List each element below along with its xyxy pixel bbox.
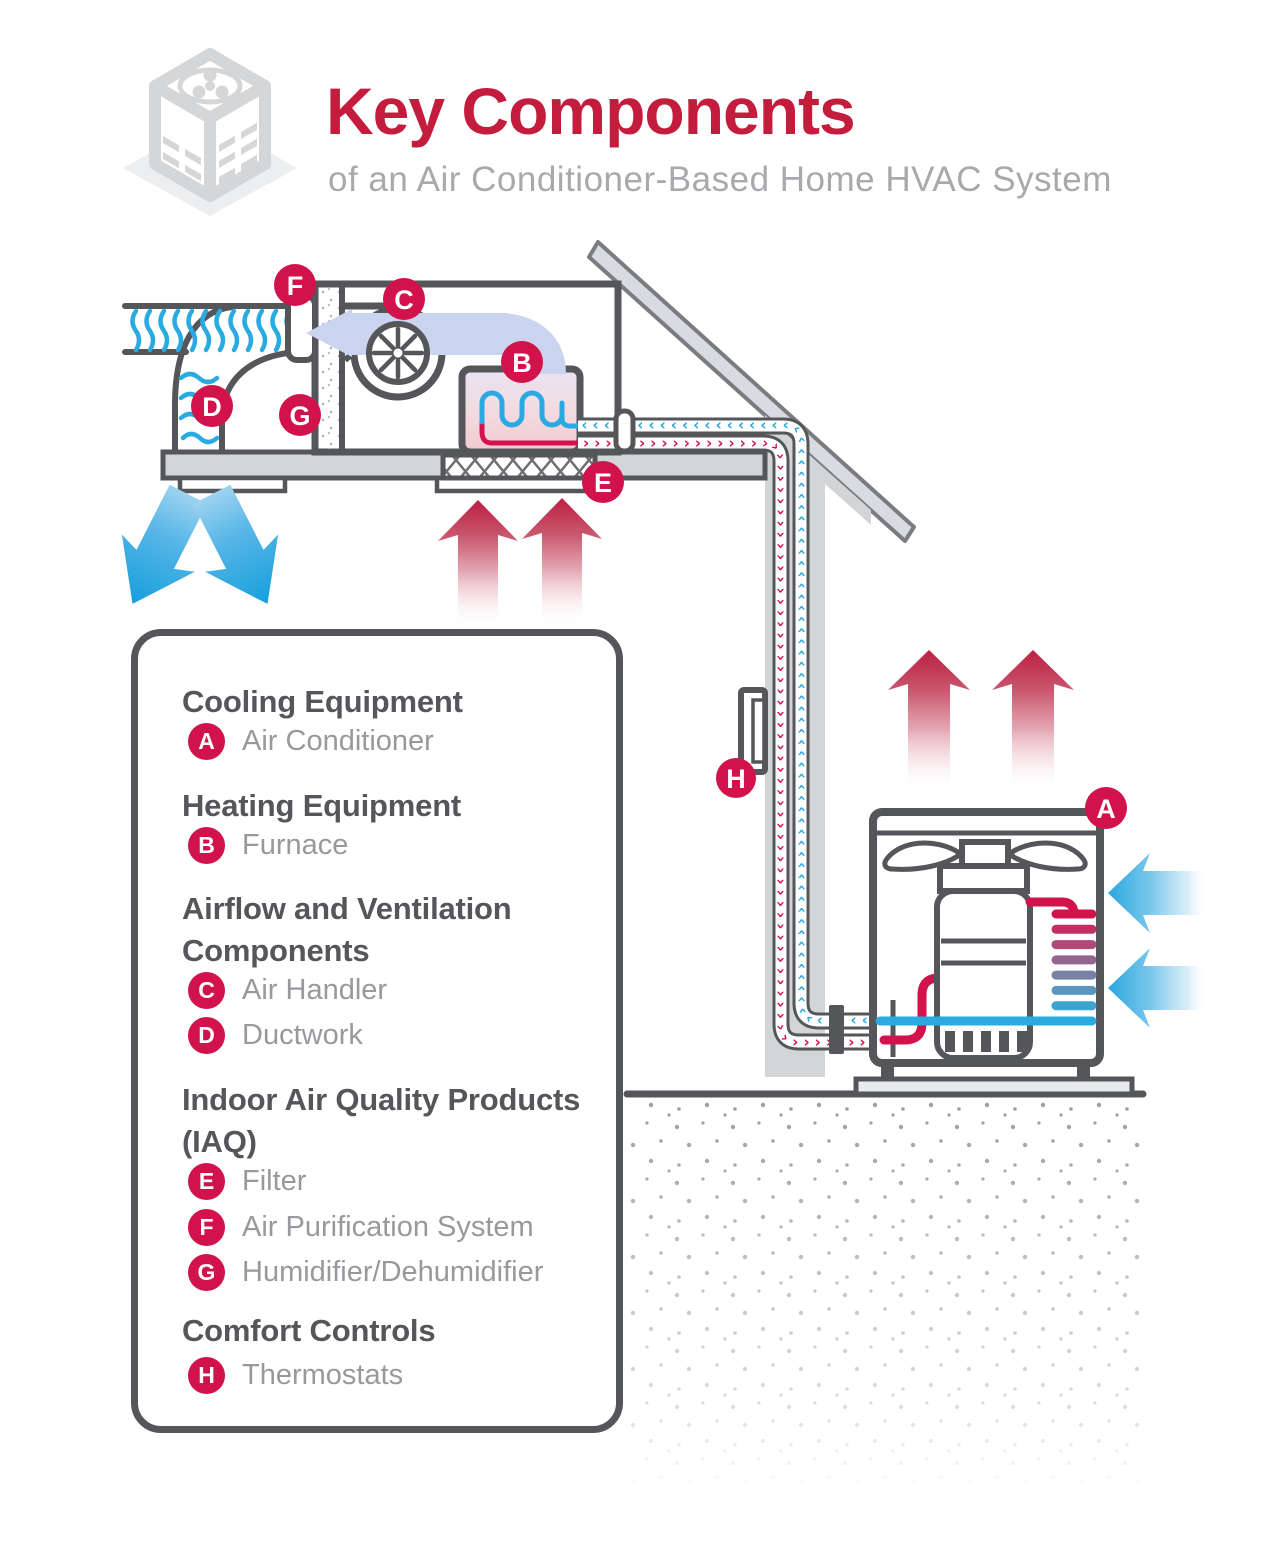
legend-item-air-handler: C Air Handler [188, 972, 616, 1009]
legend-item-furnace: B Furnace [188, 827, 616, 864]
legend-section-cooling: Cooling Equipment A Air Conditioner [138, 681, 616, 760]
legend-item-label: Air Conditioner [242, 725, 434, 757]
legend-heading: Comfort Controls [182, 1313, 436, 1348]
soil-speckle [628, 1098, 1142, 1498]
badge-d: D [188, 1017, 225, 1054]
legend-item-ductwork: D Ductwork [188, 1017, 616, 1054]
badge-b: B [188, 827, 225, 864]
ac-unit-icon [123, 48, 297, 216]
wall-pass-through [829, 1005, 844, 1054]
outdoor-unit [853, 808, 1135, 1097]
badge-d-ductwork: D [191, 385, 233, 427]
badge-e: E [188, 1163, 225, 1200]
svg-text:B: B [512, 348, 532, 378]
legend-item-label: Thermostats [242, 1359, 404, 1391]
fan-blades-icon [192, 68, 229, 99]
legend-heading: Indoor Air Quality Products (IAQ) [182, 1082, 581, 1159]
legend-item-air-purification: F Air Purification System [188, 1209, 616, 1246]
refrigerant-liquid-line [479, 417, 581, 446]
legend-section-airflow: Airflow and Ventilation Components C Air… [138, 888, 616, 1054]
legend-item-label: Humidifier/Dehumidifier [242, 1256, 544, 1288]
legend-section-iaq: Indoor Air Quality Products (IAQ) E Filt… [138, 1079, 616, 1291]
legend-item-humidifier: G Humidifier/Dehumidifier [188, 1254, 616, 1291]
svg-text:C: C [394, 285, 414, 315]
intake-air-arrows [1108, 853, 1208, 1028]
heat-exhaust-arrows [888, 650, 1074, 792]
legend-section-heating: Heating Equipment B Furnace [138, 785, 616, 864]
unit-pad [853, 1076, 1135, 1097]
line-set-connector [613, 408, 636, 454]
page-title: Key Components [326, 74, 856, 148]
badge-f-air-purification: F [274, 264, 316, 306]
legend-item-label: Ductwork [242, 1019, 363, 1051]
svg-text:H: H [726, 764, 746, 794]
legend-panel: Cooling Equipment A Air Conditioner Heat… [131, 629, 623, 1433]
legend-item-air-conditioner: A Air Conditioner [188, 723, 616, 760]
legend-item-thermostats: H Thermostats [188, 1357, 616, 1394]
page-subtitle: of an Air Conditioner-Based Home HVAC Sy… [328, 160, 1112, 199]
badge-b-furnace: B [501, 341, 543, 383]
filter-slot [440, 452, 598, 481]
badge-c: C [188, 972, 225, 1009]
svg-text:G: G [289, 401, 310, 431]
legend-heading: Heating Equipment [182, 788, 462, 823]
legend-item-filter: E Filter [188, 1163, 616, 1200]
badge-a: A [188, 723, 225, 760]
badge-f: F [188, 1209, 225, 1246]
legend-item-label: Filter [242, 1165, 307, 1197]
evaporator-coil [479, 390, 581, 429]
badge-h-thermostat: H [716, 758, 756, 798]
supply-air-arrow [121, 484, 279, 604]
legend-heading: Cooling Equipment [182, 684, 463, 719]
compressor [934, 863, 1033, 1061]
return-air-arrows [438, 498, 602, 628]
eave-soffit [825, 469, 871, 525]
legend-heading: Airflow and Ventilation Components [182, 891, 512, 968]
roof-beam [587, 240, 916, 543]
svg-text:D: D [202, 392, 222, 422]
badge-g-humidifier: G [279, 394, 321, 436]
badge-e-filter: E [582, 461, 624, 503]
badge-h: H [188, 1357, 225, 1394]
unit-vent-slots [945, 1031, 1027, 1052]
svg-text:A: A [1096, 794, 1116, 824]
iaq-media-panel [318, 287, 340, 449]
legend-item-label: Air Handler [242, 974, 388, 1006]
legend-section-comfort: Comfort Controls H Thermostats [138, 1310, 616, 1394]
badge-c-air-handler: C [383, 278, 425, 320]
legend-item-label: Furnace [242, 829, 349, 861]
thermostat [738, 687, 768, 775]
condenser-fan-icon [882, 840, 1088, 872]
blower-wheel-icon [366, 321, 430, 385]
diagram-badges: A B C D E F G H [191, 264, 1127, 829]
svg-text:E: E [594, 468, 612, 498]
badge-g: G [188, 1254, 225, 1291]
badge-a-air-conditioner: A [1085, 787, 1127, 829]
legend-item-label: Air Purification System [242, 1211, 534, 1243]
svg-text:F: F [287, 271, 304, 301]
louver-lines [163, 122, 257, 198]
